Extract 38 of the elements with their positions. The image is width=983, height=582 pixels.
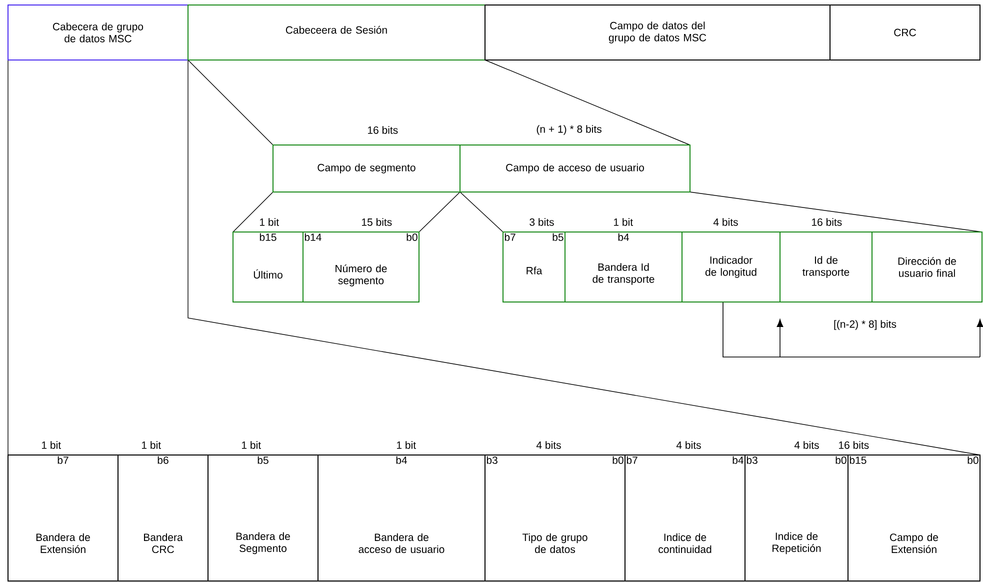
field-cell: b4 Bandera Id de transporte — [564, 232, 682, 302]
field-cell: b7 b4 Indice de continuidad — [624, 454, 746, 582]
bit-size-label: [(n-2) * 8] bits — [834, 320, 896, 330]
field-cell: b15 b0 Campo de Extensión — [848, 454, 980, 582]
field-cell: Id de transporte — [780, 232, 872, 302]
bit-size-label: 1 bit — [42, 441, 61, 449]
field-cell: b6 Bandera CRC — [118, 454, 208, 582]
bit-size-label: 4 bits — [536, 441, 561, 449]
bit-size-label: (n + 1) * 8 bits — [536, 125, 602, 135]
field-cell: b5 Bandera de Segmento — [208, 454, 318, 582]
bit-size-label: 1 bit — [260, 218, 279, 226]
bit-size-label: 4 bits — [794, 441, 819, 449]
field-cell: b14 b0 Número de segmento — [302, 232, 420, 302]
bit-size-label: 1 bit — [142, 441, 161, 449]
field-cell: Campo de acceso de usuario — [460, 144, 690, 192]
bit-size-label: 15 bits — [362, 218, 392, 226]
bit-size-label: 1 bit — [242, 441, 261, 449]
field-cell: b7 Bandera de Extensión — [8, 454, 118, 582]
bit-size-label: 16 bits — [812, 218, 842, 226]
bit-size-label: 16 bits — [839, 441, 869, 449]
bit-size-label: 4 bits — [676, 441, 701, 449]
field-cell: Campo de segmento — [272, 144, 460, 192]
header-cell: Campo de datos del grupo de datos MSC — [484, 4, 830, 60]
field-cell: b15 Último — [232, 232, 304, 302]
field-cell: b4 Bandera de acceso de usuario — [318, 454, 486, 582]
bit-size-label: 4 bits — [713, 218, 738, 226]
field-cell: b7 b5 Rfa — [502, 232, 566, 302]
field-cell: b3 b0 Indice de Repetición — [744, 454, 848, 582]
header-cell: Cabeceera de Sesión — [188, 4, 486, 60]
bit-size-label: 16 bits — [368, 126, 398, 134]
field-cell: Dirección de usuario final — [872, 232, 982, 302]
field-cell: Indicador de longitud — [682, 232, 780, 302]
header-cell: Cabecera de grupo de datos MSC — [8, 4, 188, 60]
field-cell: b3 b0 Tipo de grupo de datos — [484, 454, 626, 582]
bit-size-label: 1 bit — [614, 218, 633, 226]
header-cell: CRC — [830, 4, 980, 60]
bit-size-label: 1 bit — [397, 441, 416, 449]
bit-size-label: 3 bits — [530, 218, 554, 226]
